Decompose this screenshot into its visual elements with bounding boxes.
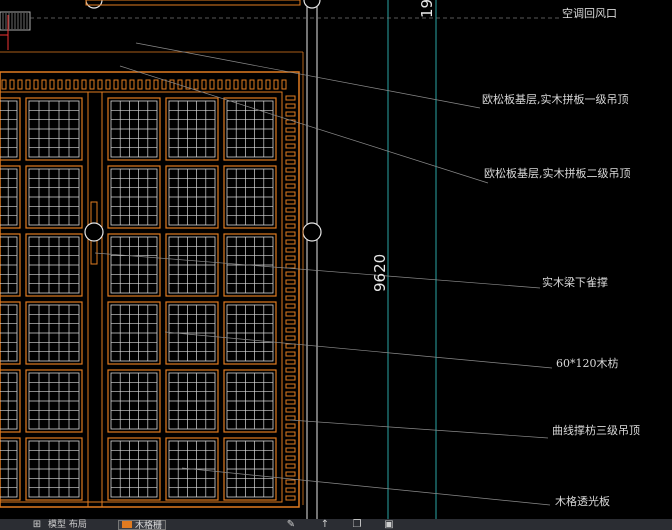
layout-icon[interactable]: ⊞ [32,519,42,530]
column-marker [84,222,104,242]
pencil-icon[interactable]: ✎ [286,519,296,530]
lattice-panel [107,97,161,161]
lattice-panel [0,369,21,433]
lattice-panel [107,233,161,297]
layer-tab-label: 木格栅 [135,521,163,530]
dimension-text-top: 19 [418,0,436,18]
lattice-panel [107,369,161,433]
annotation-ceiling-level-2: 欧松板基层,实木拼板二级吊顶 [484,166,631,180]
lattice-panel [223,97,277,161]
annotation-timber-section: 60*120木枋 [556,356,619,370]
lattice-panel [165,165,219,229]
lattice-panel [107,165,161,229]
lattice-panel [223,233,277,297]
lattice-panel [165,233,219,297]
lattice-panel [165,437,219,501]
annotation-ac-return-vent: 空调回风口 [562,6,617,20]
lattice-panel [223,369,277,433]
lattice-panel-grid [0,97,277,501]
lattice-panel [25,369,83,433]
ceiling-frame [0,71,300,508]
lattice-panel [25,165,83,229]
column-marker [302,222,322,242]
lattice-panel [165,97,219,161]
annotation-ceiling-level-1: 欧松板基层,实木拼板一级吊顶 [482,92,629,106]
lattice-panel [25,233,83,297]
annotation-lattice-panel: 木格透光板 [555,494,610,508]
lattice-panel [0,233,21,297]
lattice-panel [25,97,83,161]
layer-tab[interactable]: 木格栅 [118,520,167,530]
lattice-panel [223,165,277,229]
model-layout-tabs[interactable]: 模型 布局 [48,520,87,530]
dimension-text: 9620 [371,254,389,292]
arrow-up-icon[interactable]: ↑ [320,519,330,530]
lattice-panel [0,437,21,501]
lattice-panel [107,301,161,365]
column-marker [303,0,321,9]
lattice-panel [0,165,21,229]
layer-color-swatch [122,521,132,528]
lattice-panel [165,369,219,433]
save-icon[interactable]: ▣ [384,519,394,530]
top-beam-outline [85,0,301,6]
lattice-panel [223,437,277,501]
lattice-panel [0,97,21,161]
copy-icon[interactable]: ❐ [352,519,362,530]
annotation-beam-bracing: 实木梁下雀撑 [542,275,608,289]
status-bar: ⊞ 模型 布局 木格栅 ✎ ↑ ❐ ▣ [0,519,672,530]
leader-lines [94,42,553,506]
lattice-panel [223,301,277,365]
annotation-curved-ceiling: 曲线撑枋三级吊顶 [552,423,640,437]
lattice-panel [107,437,161,501]
lattice-panel [25,301,83,365]
column-marker [85,0,103,9]
lattice-panel [0,301,21,365]
ac-return-vent-symbol [0,11,31,50]
lattice-panel [25,437,83,501]
central-beam [84,91,104,508]
